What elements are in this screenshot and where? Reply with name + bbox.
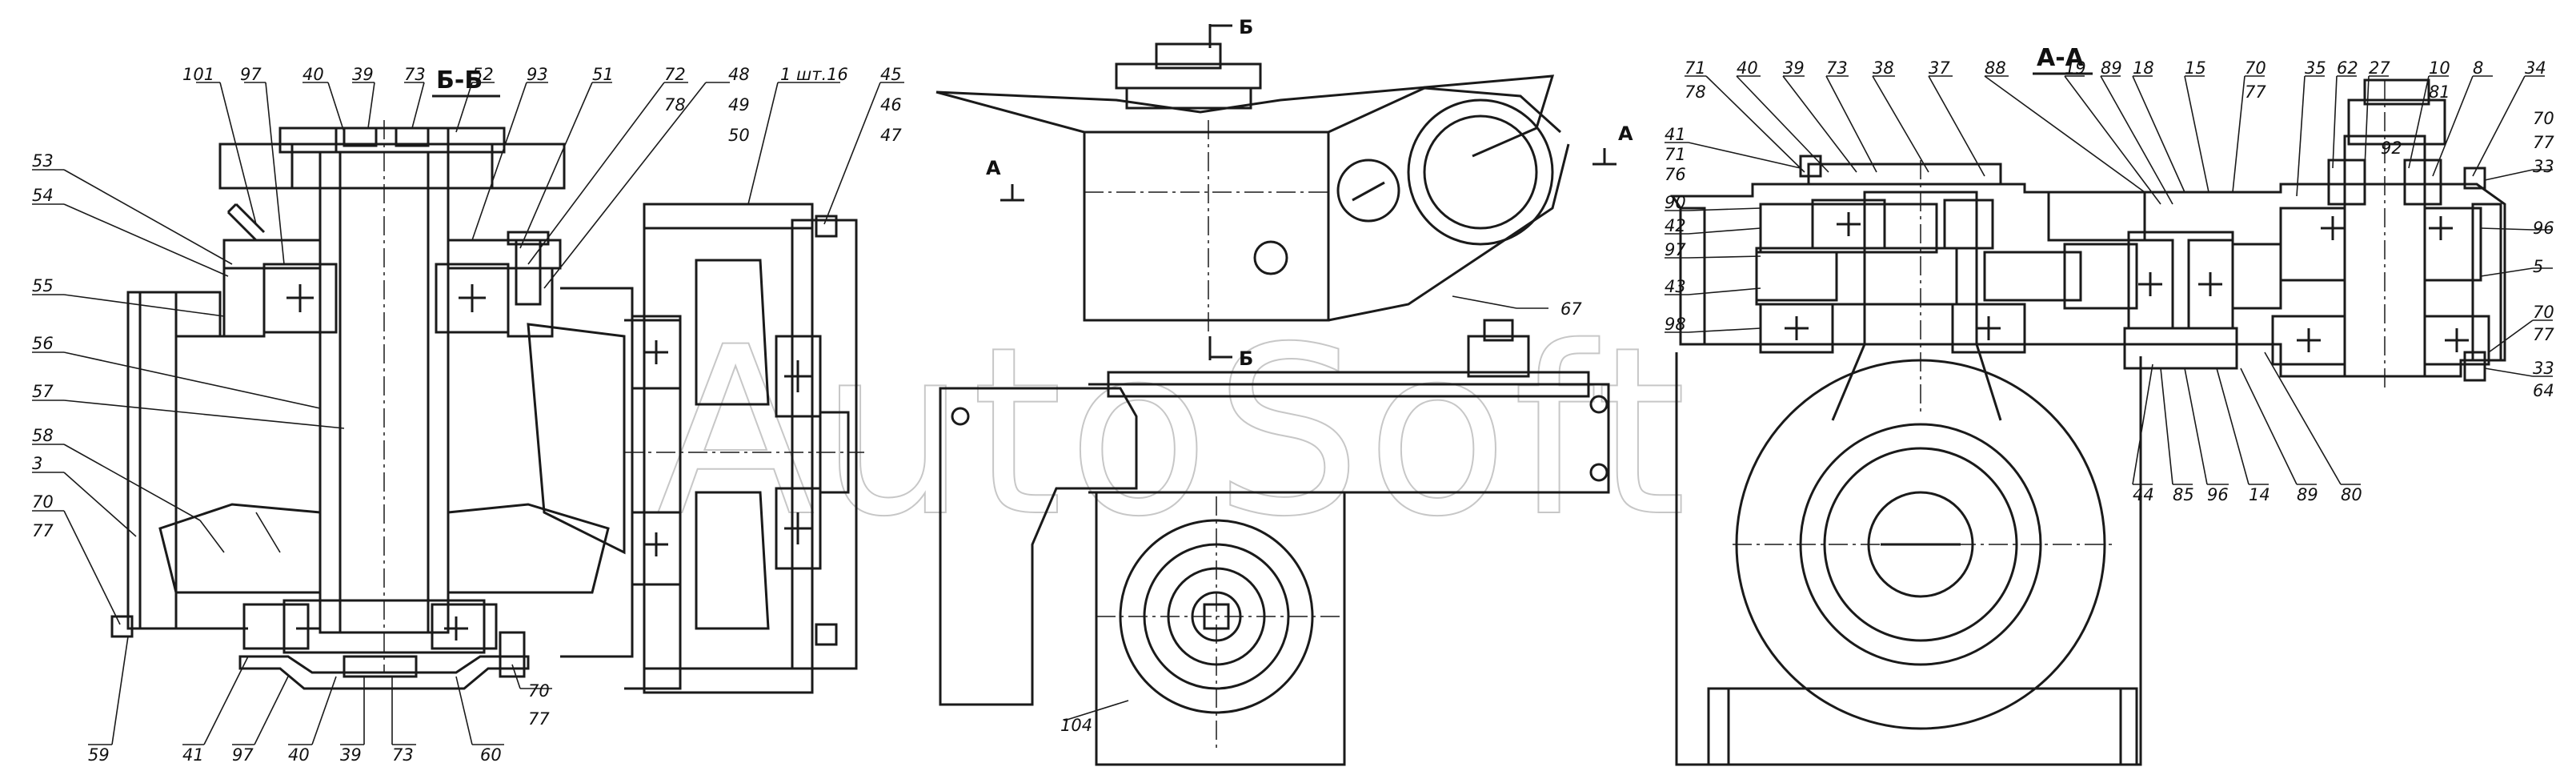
callout-53: 53 bbox=[32, 151, 54, 171]
callout-73-bottom: 73 bbox=[392, 745, 414, 765]
callout-49: 49 bbox=[728, 95, 750, 114]
callout-33-bottom: 33 bbox=[2533, 359, 2554, 378]
callout-58: 58 bbox=[32, 426, 54, 445]
callout-97: 97 bbox=[1665, 240, 1686, 259]
callout-71: 71 bbox=[1685, 58, 1706, 78]
callout-77-top-right: 77 bbox=[2533, 133, 2554, 152]
callout-80: 80 bbox=[2341, 485, 2362, 504]
callout-52: 52 bbox=[472, 65, 494, 84]
callout-15: 15 bbox=[2185, 58, 2206, 78]
callout-64: 64 bbox=[2533, 381, 2554, 400]
callout-81: 81 bbox=[2429, 82, 2450, 102]
callout-60: 60 bbox=[480, 745, 502, 765]
callouts-right: 71 78 40 39 73 38 37 88 19 89 18 15 70 7… bbox=[1665, 58, 2554, 504]
callout-14: 14 bbox=[2249, 485, 2270, 504]
callout-98: 98 bbox=[1665, 315, 1686, 334]
callout-39: 39 bbox=[1783, 58, 1805, 78]
side-view: А А Б Б bbox=[935, 16, 1633, 766]
callout-77-bottom: 77 bbox=[528, 709, 550, 729]
callout-39: 39 bbox=[352, 65, 374, 84]
callout-96-right: 96 bbox=[2533, 219, 2554, 238]
callout-39-bottom: 39 bbox=[340, 745, 362, 765]
callout-42: 42 bbox=[1665, 216, 1686, 235]
callout-104: 104 bbox=[1060, 716, 1092, 735]
callout-33-top: 33 bbox=[2533, 157, 2554, 176]
section-bb-view: Б-Б bbox=[110, 66, 864, 694]
callout-78: 78 bbox=[664, 95, 686, 114]
callout-41: 41 bbox=[1665, 125, 1686, 144]
callout-37: 37 bbox=[1929, 58, 1950, 78]
section-aa-title: А-А bbox=[2037, 44, 2085, 72]
callout-73: 73 bbox=[1826, 58, 1848, 78]
callout-54: 54 bbox=[32, 186, 54, 205]
cut-a-left: А bbox=[986, 157, 1001, 179]
callout-1-pc-16: 1 шт.16 bbox=[780, 65, 848, 84]
watermark: AutoSoft bbox=[656, 298, 1692, 568]
callout-8: 8 bbox=[2473, 58, 2483, 78]
section-bb-title: Б-Б bbox=[436, 66, 483, 94]
callout-59: 59 bbox=[88, 745, 110, 765]
callout-77-right: 77 bbox=[2533, 325, 2554, 344]
callout-89: 89 bbox=[2101, 58, 2122, 78]
callout-90: 90 bbox=[1665, 193, 1686, 212]
callout-70-bottom: 70 bbox=[528, 681, 550, 701]
callout-56: 56 bbox=[32, 334, 54, 353]
callout-48: 48 bbox=[728, 65, 750, 84]
callout-97-bottom: 97 bbox=[232, 745, 254, 765]
callout-57: 57 bbox=[32, 382, 54, 401]
callout-70: 70 bbox=[2245, 58, 2266, 78]
callout-73: 73 bbox=[404, 65, 426, 84]
callout-62: 62 bbox=[2337, 58, 2358, 78]
callout-77: 77 bbox=[32, 521, 54, 540]
callout-47: 47 bbox=[880, 126, 902, 145]
callout-51: 51 bbox=[592, 65, 614, 84]
cut-b-top: Б bbox=[1239, 16, 1253, 38]
callout-77: 77 bbox=[2245, 82, 2266, 102]
callout-43: 43 bbox=[1665, 277, 1686, 296]
callout-44: 44 bbox=[2133, 485, 2154, 504]
callout-41: 41 bbox=[182, 745, 204, 765]
callout-67: 67 bbox=[1560, 299, 1582, 319]
cut-a-right: А bbox=[1618, 122, 1633, 145]
callout-19: 19 bbox=[2065, 58, 2086, 78]
callout-93: 93 bbox=[527, 65, 548, 84]
callout-18: 18 bbox=[2133, 58, 2154, 78]
callout-3: 3 bbox=[32, 454, 42, 473]
callout-88: 88 bbox=[1985, 58, 2006, 78]
callout-34: 34 bbox=[2525, 58, 2546, 78]
callout-5: 5 bbox=[2533, 257, 2543, 276]
callout-89-bottom: 89 bbox=[2297, 485, 2318, 504]
callout-70-right: 70 bbox=[2533, 303, 2554, 322]
cut-b-bottom: Б bbox=[1239, 347, 1253, 370]
callout-10: 10 bbox=[2429, 58, 2450, 78]
callout-50: 50 bbox=[728, 126, 750, 145]
callout-46: 46 bbox=[880, 95, 902, 114]
callout-35: 35 bbox=[2305, 58, 2326, 78]
callout-72: 72 bbox=[664, 65, 686, 84]
section-aa-view: А-А bbox=[1670, 44, 2506, 766]
callouts-left: 101 97 40 39 73 52 93 51 72 78 48 49 50 … bbox=[32, 65, 904, 765]
callout-27: 27 bbox=[2369, 58, 2390, 78]
callout-40: 40 bbox=[1737, 58, 1758, 78]
callout-45: 45 bbox=[880, 65, 902, 84]
callout-85: 85 bbox=[2173, 485, 2194, 504]
callout-40-bottom: 40 bbox=[288, 745, 310, 765]
callout-96-bottom: 96 bbox=[2207, 485, 2229, 504]
callout-55: 55 bbox=[32, 276, 54, 295]
callout-71-side: 71 bbox=[1665, 145, 1686, 164]
callout-40: 40 bbox=[302, 65, 324, 84]
callout-70: 70 bbox=[32, 492, 54, 512]
callout-70-top-right: 70 bbox=[2533, 109, 2554, 128]
callout-92: 92 bbox=[2381, 139, 2402, 158]
callouts-middle: 67 104 bbox=[1060, 295, 1582, 735]
callout-38: 38 bbox=[1873, 58, 1894, 78]
callout-101: 101 bbox=[182, 65, 214, 84]
callout-76: 76 bbox=[1665, 165, 1686, 184]
callout-78: 78 bbox=[1685, 82, 1706, 102]
callout-97: 97 bbox=[240, 65, 262, 84]
